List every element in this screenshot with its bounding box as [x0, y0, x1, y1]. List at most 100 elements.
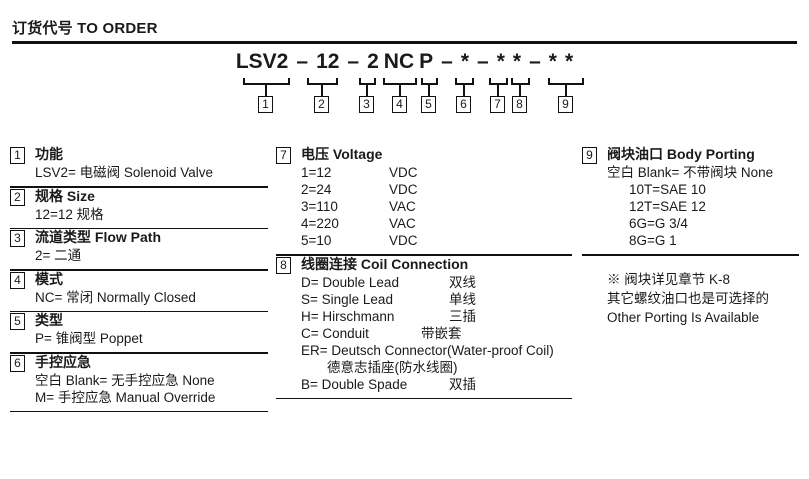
code-token-10: *	[564, 50, 574, 73]
callout-stem-7	[497, 85, 499, 96]
callout-box-6: 6	[456, 96, 471, 113]
section-divider	[10, 227, 268, 229]
note-line: Other Porting Is Available	[607, 309, 760, 325]
spec-section-6: 6 手控应急 空白 Blank= 无手控应急 None M= 手控应急 Manu…	[10, 353, 268, 412]
spec-title-3: 流道类型 Flow Path	[35, 229, 161, 245]
spec-body-3: 2= 二通	[35, 247, 268, 264]
section-divider	[582, 254, 799, 256]
spec-number-8: 8	[276, 256, 291, 274]
spec-option: 12=12 规格	[35, 206, 104, 222]
callout-stem-6	[463, 85, 465, 96]
column-middle: 7 电压 Voltage 1=12 VDC 2=24 VDC 3=110 VAC…	[276, 146, 572, 399]
spec-body-1: LSV2= 电磁阀 Solenoid Valve	[35, 164, 268, 181]
callout-stem-9	[565, 85, 567, 96]
callout-box-7: 7	[490, 96, 505, 113]
spec-section-9: 9 阀块油口 Body Porting 空白 Blank= 不带阀块 None …	[582, 146, 799, 256]
voltage-code: 3=110	[301, 199, 338, 214]
porting-option: 12T=SAE 12	[629, 199, 706, 214]
note-line: ※ 阀块详见章节 K-8	[607, 271, 731, 287]
spec-title-9: 阀块油口 Body Porting	[607, 146, 755, 162]
callout-box-1: 1	[258, 96, 273, 113]
spec-option: M= 手控应急 Manual Override	[35, 389, 216, 405]
callout-box-8: 8	[512, 96, 527, 113]
note-line: 其它螺纹油口也是可选择的	[607, 290, 769, 306]
spec-body-2: 12=12 规格	[35, 206, 268, 223]
code-token-dash-2: –	[347, 50, 360, 73]
coil-option-cn: 德意志插座(防水线圈)	[327, 359, 458, 375]
callout-bracket-5	[421, 78, 438, 85]
voltage-unit: VDC	[389, 165, 418, 180]
callout-bracket-8	[511, 78, 530, 85]
column-left: 1 功能 LSV2= 电磁阀 Solenoid Valve 2 规格 Size …	[10, 146, 268, 412]
voltage-code: 2=24	[301, 182, 332, 197]
voltage-unit: VDC	[389, 233, 418, 248]
code-token-dash-1: –	[296, 50, 309, 73]
coil-option-en: ER= Deutsch Connector(Water-proof Coil)	[301, 342, 554, 358]
code-token-dash-4: –	[477, 50, 489, 73]
spec-number-3: 3	[10, 230, 25, 247]
voltage-code: 5=10	[301, 233, 332, 248]
porting-option: 8G=G 1	[629, 233, 677, 248]
voltage-row: 3=110 VAC	[301, 198, 572, 215]
callout-bracket-9	[548, 78, 584, 85]
coil-option-en: S= Single Lead	[301, 291, 393, 307]
spec-title-7: 电压 Voltage	[301, 146, 383, 162]
spec-header-7: 7 电压 Voltage	[276, 146, 572, 164]
spec-title-4: 模式	[35, 270, 63, 287]
voltage-code: 4=220	[301, 216, 339, 231]
column-right: 9 阀块油口 Body Porting 空白 Blank= 不带阀块 None …	[582, 146, 799, 327]
code-token-1: LSV2	[235, 50, 289, 73]
coil-row: H= Hirschmann 三插	[301, 308, 572, 325]
spec-option: NC= 常闭 Normally Closed	[35, 289, 196, 305]
coil-row: S= Single Lead 单线	[301, 291, 572, 308]
code-token-2: 12	[316, 50, 340, 73]
callout-box-3: 3	[359, 96, 374, 113]
code-token-9: *	[548, 50, 557, 73]
section-divider	[276, 254, 572, 256]
spec-body-8: D= Double Lead 双线 S= Single Lead 单线 H= H…	[301, 274, 572, 393]
spec-option: 2= 二通	[35, 248, 82, 263]
spec-header-4: 4 模式	[10, 271, 268, 289]
spec-title-6: 手控应急	[35, 353, 91, 370]
coil-option-cn: 三插	[449, 308, 476, 324]
spec-section-8: 8 线圈连接 Coil Connection D= Double Lead 双线…	[276, 256, 572, 399]
voltage-row: 4=220 VAC	[301, 215, 572, 232]
voltage-row: 1=12 VDC	[301, 164, 572, 181]
spec-body-4: NC= 常闭 Normally Closed	[35, 289, 268, 306]
spec-section-1: 1 功能 LSV2= 电磁阀 Solenoid Valve	[10, 146, 268, 188]
section-divider	[10, 269, 268, 271]
spec-section-5: 5 类型 P= 锥阀型 Poppet	[10, 312, 268, 354]
code-token-8: *	[512, 50, 522, 73]
spec-body-7: 1=12 VDC 2=24 VDC 3=110 VAC 4=220 VAC 5=…	[301, 164, 572, 249]
section-divider	[10, 352, 268, 354]
spec-title-2: 规格 Size	[35, 187, 95, 204]
spec-option: LSV2= 电磁阀 Solenoid Valve	[35, 165, 213, 180]
coil-row: B= Double Spade 双插	[301, 376, 572, 393]
coil-row: ER= Deutsch Connector(Water-proof Coil)	[301, 342, 572, 359]
spec-header-3: 3 流道类型 Flow Path	[10, 229, 268, 247]
page-title: 订货代号 TO ORDER	[12, 20, 158, 37]
spec-header-5: 5 类型	[10, 312, 268, 330]
spec-number-6: 6	[10, 354, 25, 372]
spec-option: 空白 Blank= 无手控应急 None	[35, 372, 215, 388]
callout-stem-2	[321, 85, 323, 96]
callout-stem-4	[399, 85, 401, 96]
code-token-4: NC	[383, 50, 415, 73]
porting-option: 空白 Blank= 不带阀块 None	[607, 165, 774, 180]
spec-header-1: 1 功能	[10, 146, 268, 164]
voltage-code: 1=12	[301, 165, 332, 180]
spec-number-7: 7	[276, 147, 291, 164]
coil-option-cn: 带嵌套	[421, 325, 462, 341]
callout-bracket-2	[307, 78, 338, 85]
spec-header-9: 9 阀块油口 Body Porting	[582, 146, 799, 164]
spec-title-5: 类型	[35, 312, 63, 328]
section-divider	[10, 410, 268, 412]
code-token-6: *	[460, 50, 470, 73]
code-token-3: 2	[367, 50, 379, 73]
voltage-unit: VDC	[389, 182, 418, 197]
callout-bracket-3	[359, 78, 376, 85]
callout-box-4: 4	[392, 96, 407, 113]
callout-box-5: 5	[421, 96, 436, 113]
callout-box-9: 9	[558, 96, 573, 113]
section-divider	[10, 186, 268, 188]
